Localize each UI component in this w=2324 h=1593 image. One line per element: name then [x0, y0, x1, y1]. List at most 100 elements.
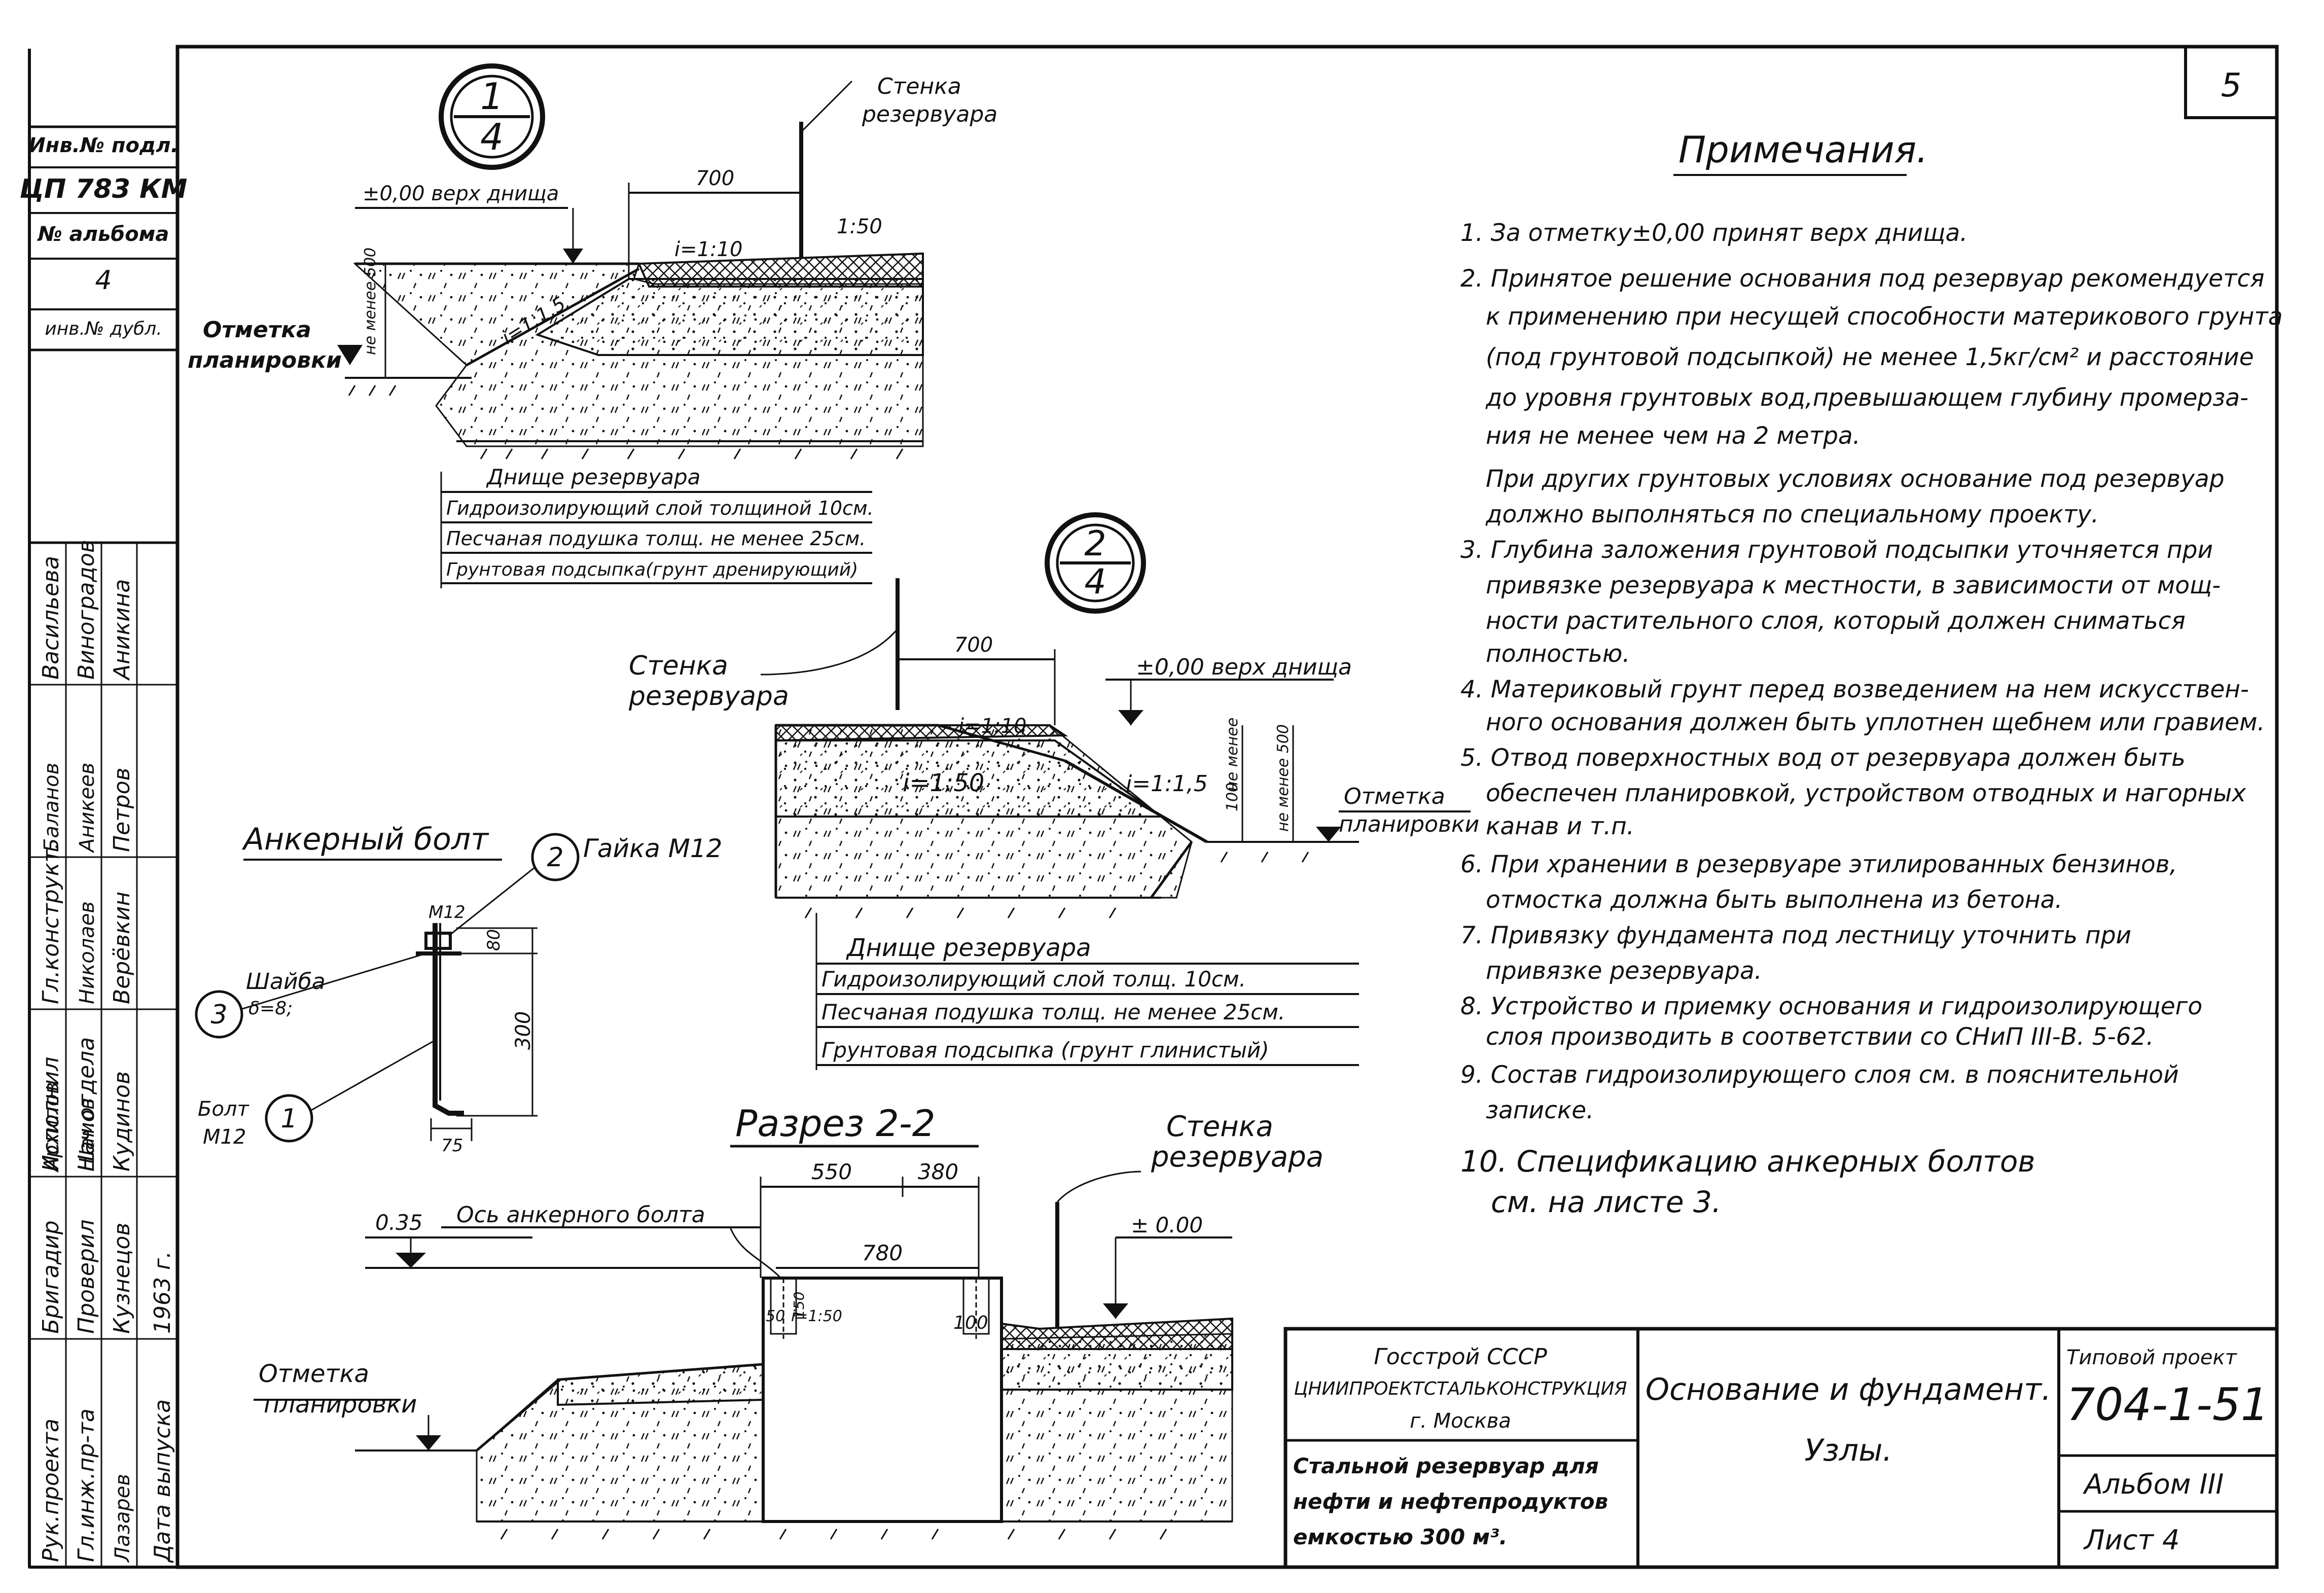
note-line: записке.: [1486, 1096, 1594, 1124]
anchor-title: Анкерный болт: [241, 822, 489, 857]
stamp-role: Дата выпуска: [150, 1399, 175, 1563]
title-org-line2: ЦНИИПРОЕКТСТАЛЬКОНСТРУКЦИЯ: [1294, 1378, 1627, 1399]
note-line: ния не менее чем на 2 метра.: [1486, 422, 1861, 450]
title-sheet-title: Основание и фундамент.: [1646, 1372, 2051, 1407]
stamp-role: Гл.инж.пр-та: [74, 1408, 99, 1562]
section-dim-150: 150: [791, 1292, 807, 1319]
anchor-bolt-num: 1: [280, 1104, 297, 1134]
stamp-album-number: 4: [95, 265, 112, 296]
anchor-nut-num: 2: [547, 842, 563, 873]
title-sheet-label: Лист 4: [2083, 1524, 2179, 1556]
node-2-planning-label: Отметка: [1344, 784, 1445, 809]
stamp-role: Рук.проекта: [38, 1419, 64, 1562]
stamp-date: 1963 г.: [150, 1251, 175, 1334]
node-1-legend-item: Песчаная подушка толщ. не менее 25см.: [446, 527, 866, 550]
node-2-dim-side: не менее: [1224, 718, 1241, 791]
note-line: 5. Отвод поверхностных вод от резервуара…: [1460, 744, 2186, 772]
stamp-name: Архипов: [40, 1082, 63, 1173]
node-2-detail: [760, 512, 1471, 1070]
stamp-role: Нач.отдела: [74, 1037, 99, 1172]
section-planning-label: планировки: [264, 1390, 417, 1419]
anchor-washer-num: 3: [210, 1000, 227, 1030]
note-line: должно выполняться по специальному проек…: [1485, 501, 2099, 528]
note-line: обеспечен планировкой, устройством отвод…: [1486, 780, 2246, 807]
notes-list: 1. За отметку±0,00 принят верх днища. 2.…: [1460, 219, 2283, 1124]
section-dim-100: 100: [953, 1313, 988, 1333]
note-line: При других грунтовых условиях основание …: [1486, 465, 2225, 493]
section-dim-380: 380: [918, 1159, 958, 1184]
node-1-legend-item: Днище резервуара: [486, 465, 700, 489]
stamp-code: ЦП 783 КМ: [20, 174, 188, 204]
stamp-name: Кудинов: [109, 1071, 135, 1172]
node-1-planning-label: планировки: [188, 347, 342, 373]
anchor-dim-300: 300: [512, 1011, 535, 1050]
title-object-line: нефти и нефтепродуктов: [1293, 1489, 1608, 1514]
title-block: [1283, 1327, 2279, 1569]
node-1-detail: [337, 63, 924, 588]
stamp-name: Петров: [109, 767, 135, 852]
anchor-dim-80: 80: [484, 929, 504, 951]
node-2-legend-item: Гидроизолирующий слой толщ. 10см.: [821, 967, 1246, 992]
node-1-slope-1-10: i=1:10: [674, 238, 742, 261]
note-line: слоя производить в соответствии со СНиП …: [1486, 1023, 2154, 1051]
anchor-bolt-sub: М12: [203, 1125, 246, 1149]
node-1-level-label: ±0,00 верх днища: [363, 182, 559, 205]
note-line: канав и т.п.: [1486, 812, 1634, 840]
stamp-name: Кузнецов: [109, 1223, 135, 1334]
node-2-slope-1-10: i=1:10: [958, 715, 1026, 738]
title-object-line: емкостью 300 м³.: [1293, 1525, 1507, 1549]
note-line: 2. Принятое решение основания под резерв…: [1460, 265, 2265, 293]
stamp-name: Верёвкин: [109, 892, 135, 1004]
stamp-name: Аникина: [109, 579, 135, 681]
stamp-second-names: Аникеев Николаев Баланов Шамов Архипов Л…: [40, 763, 134, 1563]
node-2-planning-label: планировки: [1339, 811, 1479, 837]
node-1-wall-label: резервуара: [862, 101, 997, 127]
node-2-wall-label: Стенка: [629, 651, 728, 681]
section-dim-550: 550: [811, 1159, 852, 1184]
stamp-name: Лазарев: [111, 1474, 134, 1563]
anchor-dim-75: 75: [441, 1136, 463, 1156]
note-line: 9. Состав гидроизолирующего слоя см. в п…: [1460, 1061, 2179, 1089]
node-1-planning-label: Отметка: [203, 317, 311, 343]
notes-title: Примечания.: [1678, 128, 1928, 171]
section-level-035: 0.35: [375, 1210, 423, 1235]
note-line: 8. Устройство и приемку основания и гидр…: [1460, 993, 2202, 1020]
stamp-name: Николаев: [76, 901, 99, 1004]
title-project-number: 704-1-51: [2066, 1378, 2269, 1431]
node-2-wall-label: резервуара: [628, 681, 789, 712]
stamp-names: Васильева Виноградов Аникина Кузнецов Ку…: [38, 540, 175, 1334]
side-stamp: [28, 125, 179, 1569]
note-line: до уровня грунтовых вод,превышающем глуб…: [1485, 384, 2248, 412]
title-org-line1: Госстрой СССР: [1374, 1344, 1547, 1370]
stamp-role: Проверил: [74, 1219, 99, 1334]
note-line: (под грунтовой подсыпкой) не менее 1,5кг…: [1486, 343, 2254, 371]
anchor-washer-sub: δ=8;: [248, 998, 293, 1019]
node-2-level-label: ±0,00 верх днища: [1136, 654, 1352, 680]
section-wall-label: резервуара: [1151, 1141, 1324, 1174]
stamp-name: Виноградов: [74, 540, 99, 680]
node-1-wall-label: Стенка: [877, 74, 961, 99]
section-slope: i=1:50: [791, 1307, 842, 1325]
stamp-roles: Рук.проекта Гл.инж.пр-та Бригадир Провер…: [38, 842, 175, 1563]
note-line: привязке резервуара к местности, в завис…: [1486, 572, 2221, 599]
node-2-dim-500: не менее 500: [1274, 724, 1292, 832]
node-2-slope-1-50: i=1:50: [903, 769, 984, 797]
stamp-name: Аникеев: [76, 763, 99, 854]
node-1-dim-vertical: не менее 500: [362, 247, 379, 355]
title-sheet-subtitle: Узлы.: [1804, 1433, 1892, 1468]
note-line: к применению при несущей способности мат…: [1486, 303, 2283, 331]
note-line: отмостка должна быть выполнена из бетона…: [1486, 886, 2062, 914]
node-2-legend-item: Днище резервуара: [846, 934, 1091, 962]
note-line: полностью.: [1486, 640, 1630, 668]
title-album-label: Альбом III: [2083, 1468, 2224, 1500]
stamp-name: Васильева: [38, 556, 64, 680]
note-line: ного основания должен быть уплотнен щебн…: [1486, 709, 2265, 736]
node-1-legend-item: Гидроизолирующий слой толщиной 10см.: [446, 497, 874, 519]
note-line: ности растительного слоя, который должен…: [1486, 607, 2186, 635]
node-2-dim-100: 100: [1224, 783, 1241, 811]
stamp-inv-label: Инв.№ подл.: [28, 134, 178, 157]
anchor-washer-label: Шайба: [246, 969, 326, 995]
anchor-bolt-label: Болт: [198, 1098, 249, 1121]
stamp-name: Шамов: [76, 1098, 99, 1172]
